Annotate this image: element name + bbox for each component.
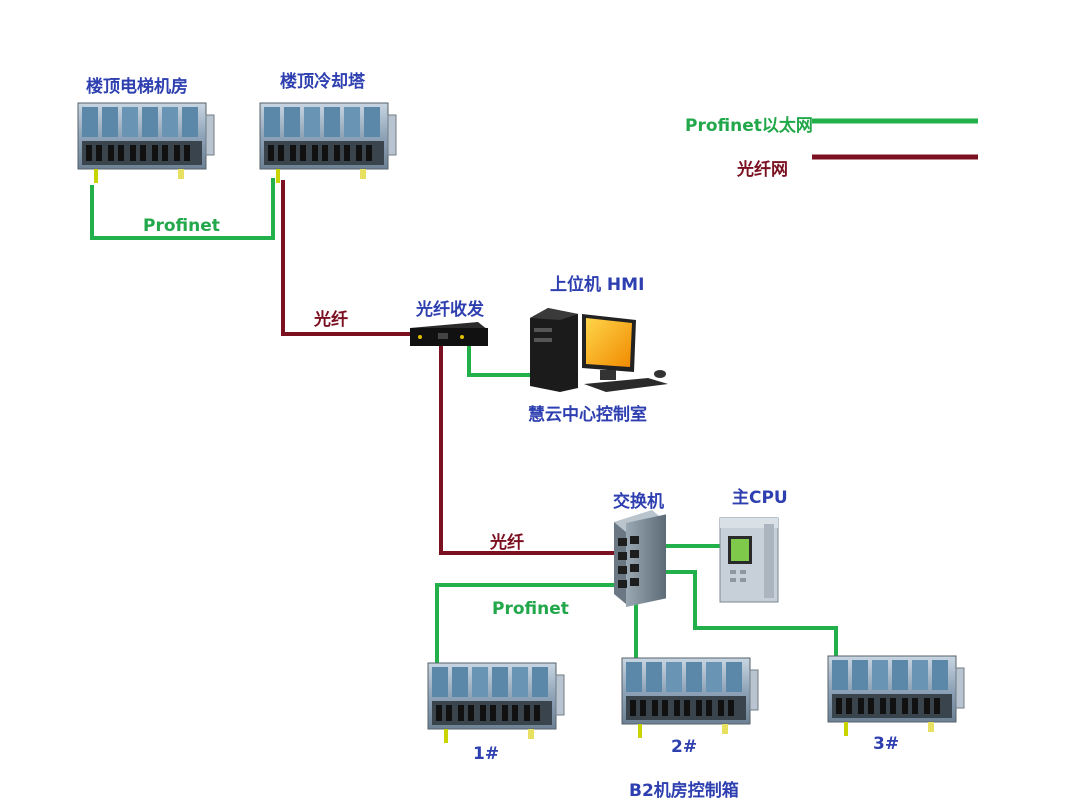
hmi-label: 上位机 HMI [550,275,645,295]
control-room-label: 慧云中心控制室 [528,405,647,425]
main-cpu-device [719,517,779,603]
profinet-link-station3 [640,570,838,660]
bottom-profinet-label: Profinet [492,599,569,619]
fiber-transceiver-device [410,322,488,346]
top-profinet-label: Profinet [143,216,220,236]
legend-profinet-label: Profinet以太网 [685,116,813,136]
hmi-computer [530,308,668,392]
plc-station-2 [621,657,759,739]
network-switch-device [614,510,666,607]
profinet-link-top [90,178,275,240]
plc-station-3 [827,655,965,737]
switch-label: 交换机 [613,492,664,512]
fiber-label-bottom: 光纤 [490,533,524,553]
fiber-link-top [281,180,412,336]
fiber-links [281,180,620,555]
profinet-link-station1 [435,583,620,668]
fiber-label-top: 光纤 [314,310,348,330]
plc-station-1 [427,662,565,744]
main-cpu-label: 主CPU [732,488,788,508]
b2-cabinet-label: B2机房控制箱 [629,781,739,801]
plc-elevator-room [77,102,215,184]
fiber-link-bottom [439,340,620,555]
station-3-label: 3# [873,734,900,754]
plc-cooling-tower [259,102,397,184]
station-1-label: 1# [473,744,500,764]
cooling-tower-label: 楼顶冷却塔 [280,72,365,92]
station-2-label: 2# [671,737,698,757]
legend-fiber-label: 光纤网 [737,160,788,180]
fiber-transceiver-label: 光纤收发 [416,300,484,320]
elevator-room-label: 楼顶电梯机房 [86,77,188,97]
profinet-link-hmi [467,340,533,377]
